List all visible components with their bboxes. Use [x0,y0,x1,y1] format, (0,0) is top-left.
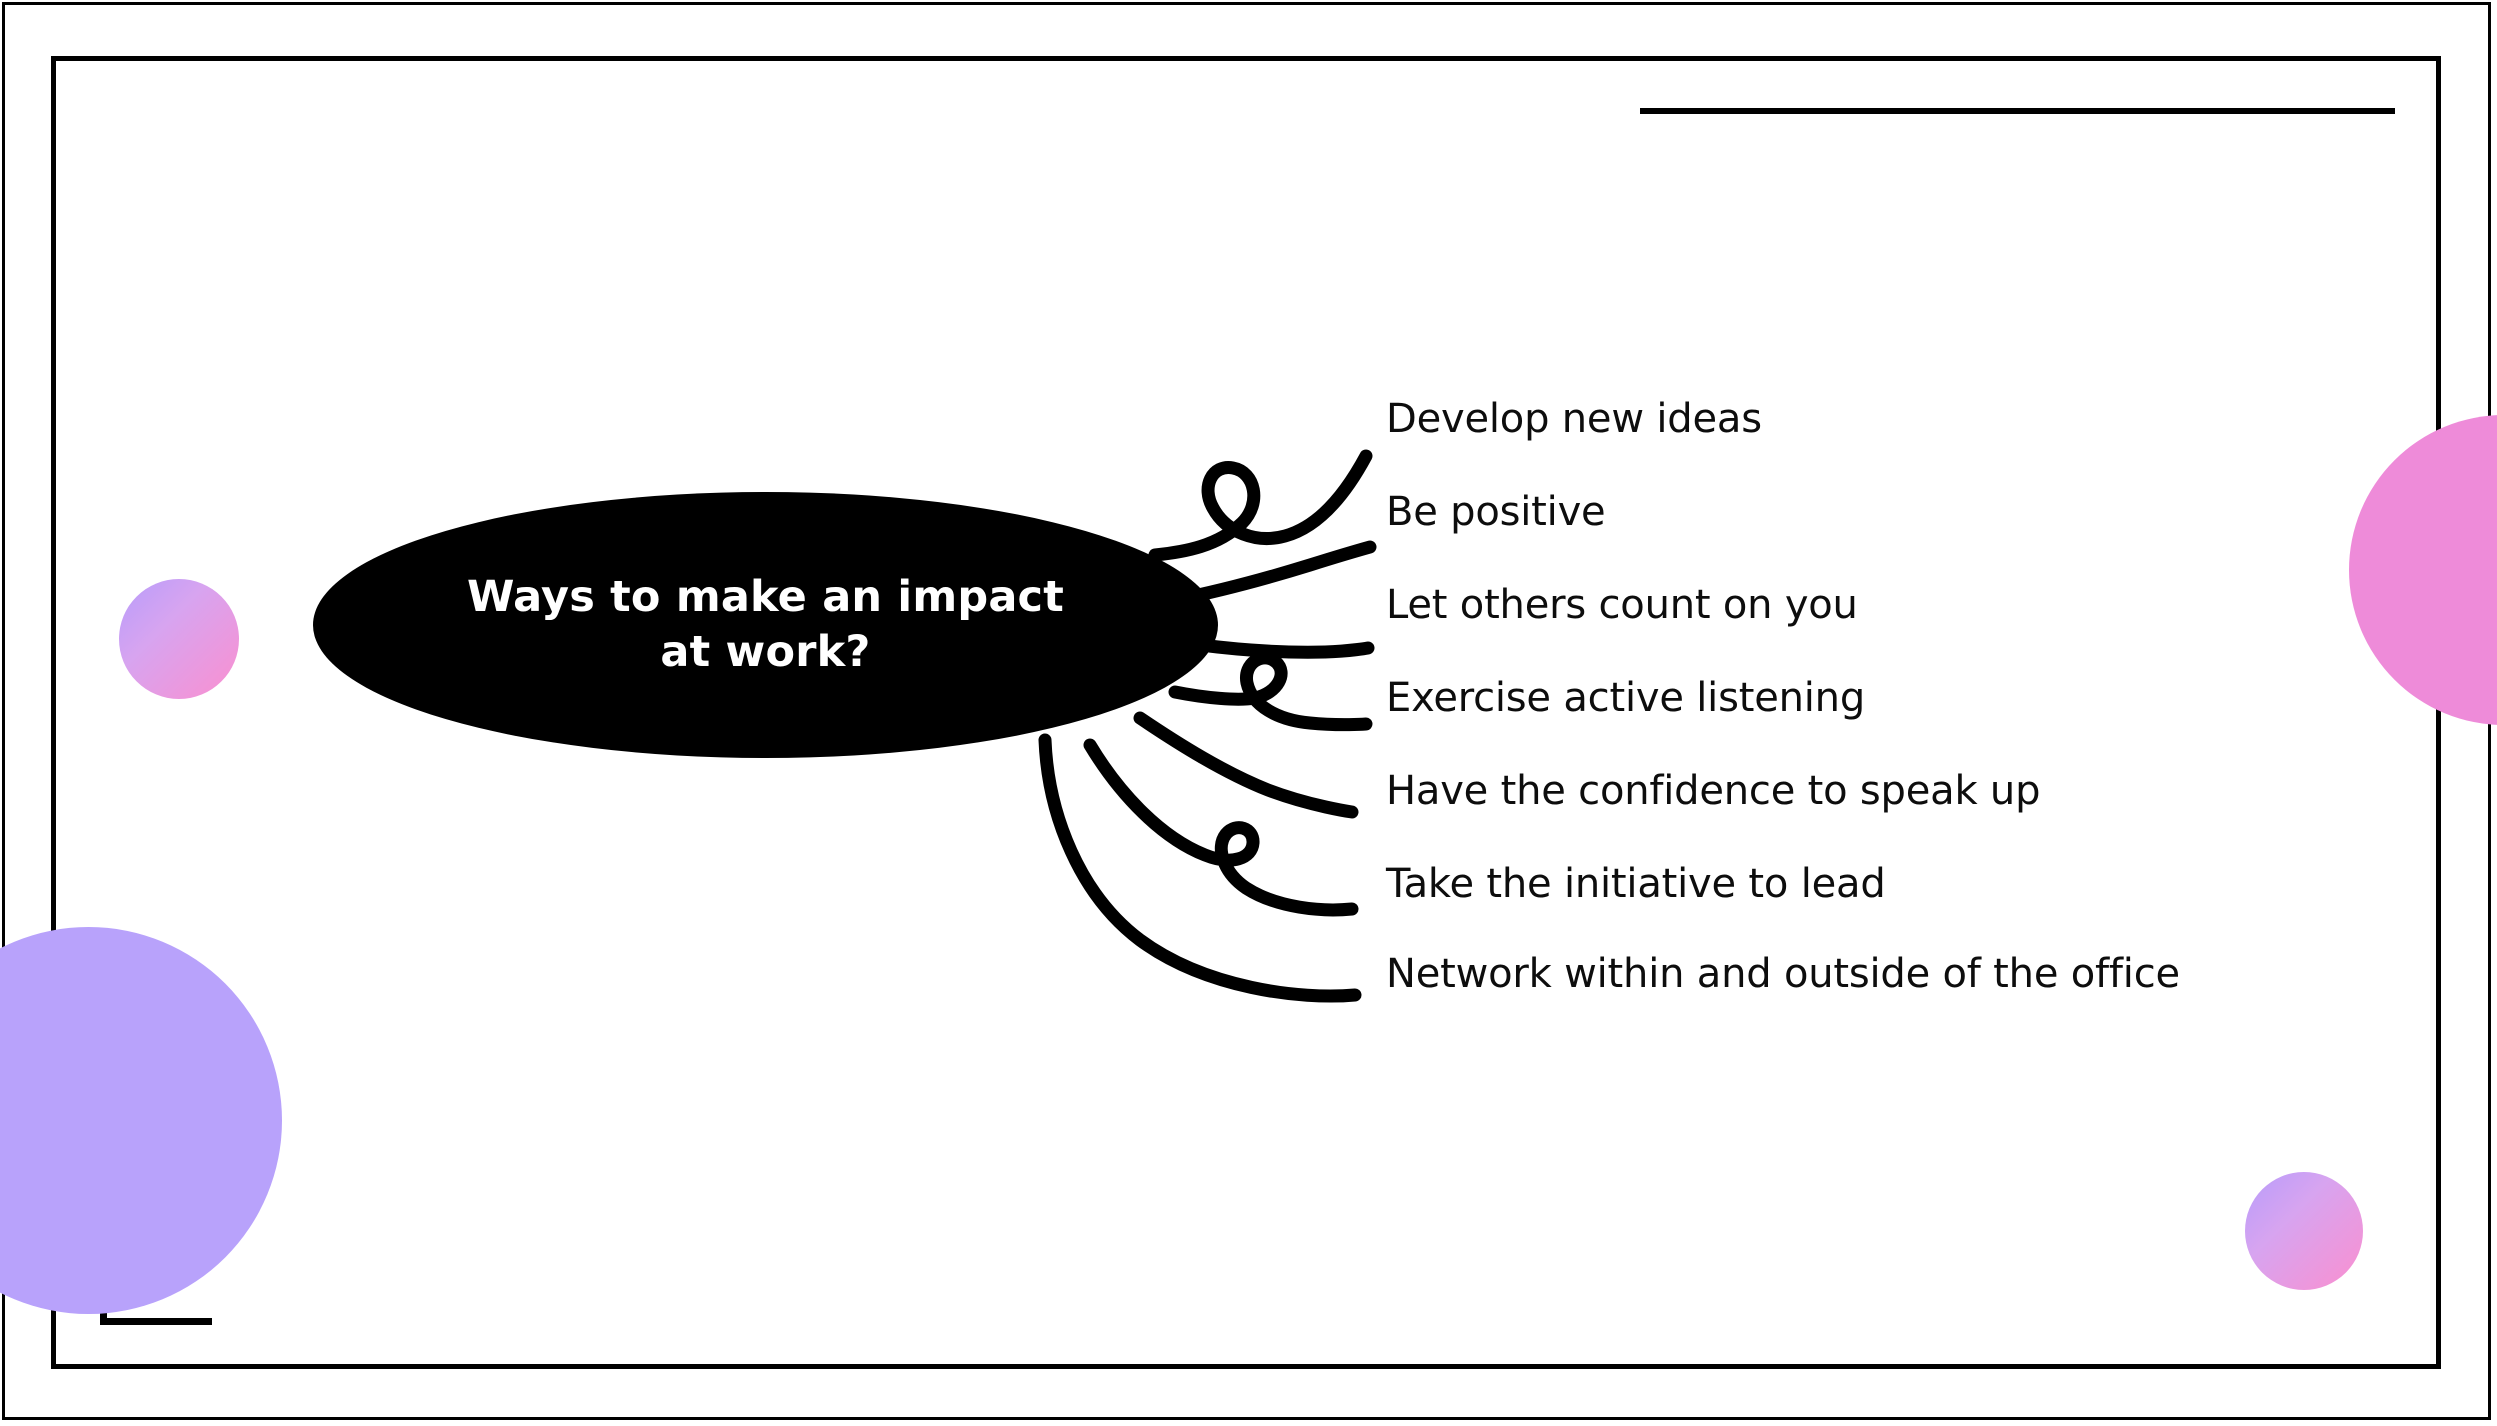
branch-label-5: Have the confidence to speak up [1386,768,2041,814]
branch-label-6: Take the initiative to lead [1386,861,1886,907]
center-node-label: Ways to make an impact at work? [466,571,1065,677]
branch-line-1 [1148,449,1373,562]
branch-label-7: Network within and outside of the office [1386,951,2180,997]
branch-label-2: Be positive [1386,489,1606,535]
pink-circle-right-decoration [2349,415,2497,725]
branch-label-4: Exercise active listening [1386,675,1866,721]
top-right-rule-decoration [1640,108,2395,114]
inner-frame-border [51,56,2441,1369]
branch-line-6 [1083,738,1359,917]
branch-line-4 [1168,651,1373,732]
branch-label-3: Let others count on you [1386,582,1858,628]
gradient-circle-left-decoration [119,579,239,699]
branch-line-3 [1194,638,1375,659]
mindmap-center-node: Ways to make an impact at work? [313,492,1218,758]
branch-line-5 [1133,711,1359,819]
branch-label-1: Develop new ideas [1386,396,1762,442]
gradient-circle-bottom-right-decoration [2245,1172,2363,1290]
lavender-circle-left-decoration [0,927,282,1314]
branch-line-7 [1038,733,1362,1003]
